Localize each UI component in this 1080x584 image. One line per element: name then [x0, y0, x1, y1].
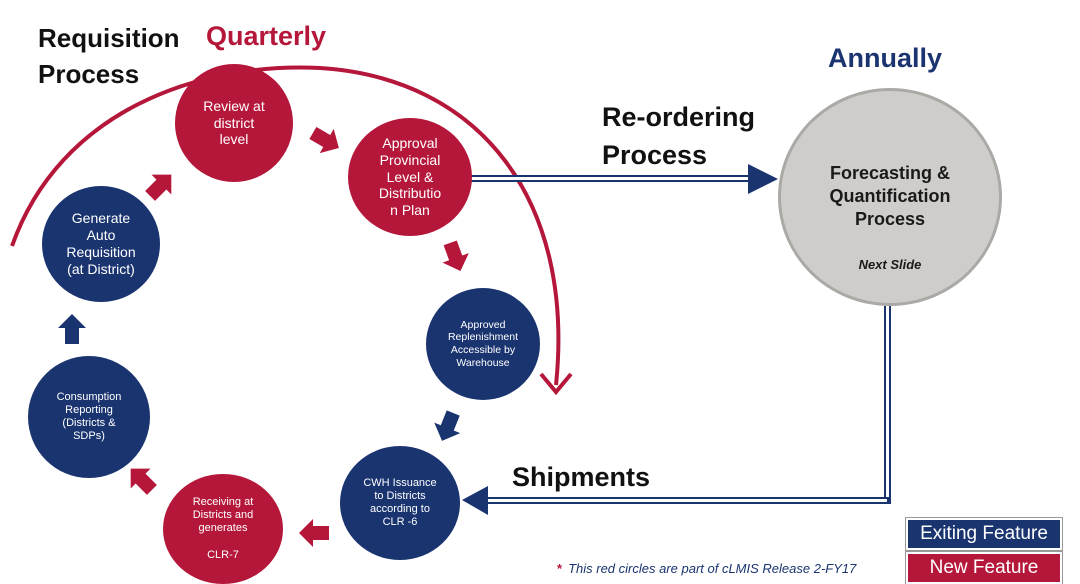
legend-new-feature: New Feature: [906, 552, 1062, 584]
node-approved-replenishment: Approved Replenishment Accessible by War…: [426, 288, 540, 400]
cycle-arrow-2: [309, 126, 339, 154]
footnote-text: This red circles are part of cLMIS Relea…: [568, 561, 857, 576]
annually-label: Annually: [828, 43, 943, 73]
cycle-arrow-4: [434, 410, 461, 441]
quarterly-label: Quarterly: [206, 21, 327, 51]
legend-existing-feature: Exiting Feature: [906, 518, 1062, 550]
reordering-arrow: [468, 164, 778, 194]
forecasting-next-slide[interactable]: Next Slide: [858, 257, 922, 272]
node-forecasting: Forecasting & Quantification Process Nex…: [778, 88, 1002, 306]
node-cwh-issuance: CWH Issuance to Districts according to C…: [340, 446, 460, 560]
quarterly-cycle-arc: [10, 65, 561, 386]
cycle-arrow-5: [299, 519, 329, 547]
node-generate-auto-requisition: Generate Auto Requisition (at District): [42, 186, 160, 302]
shipments-arrow: [462, 306, 891, 515]
node-consumption-reporting: Consumption Reporting (Districts & SDPs): [28, 356, 150, 478]
node-receiving-districts: Receiving at Districts and generates CLR…: [163, 474, 283, 584]
requisition-process-title: Requisition Process: [38, 23, 180, 89]
node-approval-provincial: Approval Provincial Level & Distributio …: [348, 118, 472, 236]
footnote-asterisk: *: [557, 561, 563, 576]
quarterly-arc-arrowhead: [539, 372, 573, 396]
cycle-arrow-3: [442, 240, 469, 272]
cycle-arrow-6: [130, 468, 157, 495]
reordering-process-label: Re-ordering Process: [602, 102, 756, 170]
forecasting-title: Forecasting & Quantification Process: [829, 163, 951, 229]
cycle-arrow-1: [145, 174, 172, 201]
cycle-arrow-7: [58, 314, 86, 344]
footnote: * This red circles are part of cLMIS Rele…: [557, 561, 856, 576]
shipments-label: Shipments: [512, 462, 651, 492]
node-review-district: Review at district level: [175, 64, 293, 182]
